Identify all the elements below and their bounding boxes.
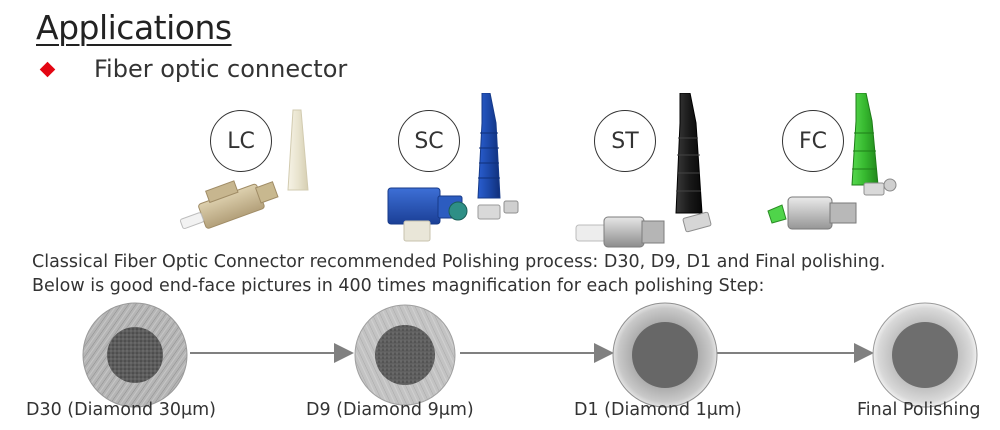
bullet-diamond-icon [39, 61, 56, 78]
endface-final-image [872, 302, 978, 408]
connector-badge-sc: SC [398, 110, 460, 172]
stage-label-d30: D30 (Diamond 30μm) [26, 400, 216, 420]
connector-badge-lc: LC [210, 110, 272, 172]
connector-label: FC [798, 128, 827, 154]
page-title: Applications [36, 8, 232, 47]
st-connector-image [575, 93, 712, 248]
connector-badge-fc: FC [782, 110, 844, 172]
stage-label-d9: D9 (Diamond 9μm) [306, 400, 474, 420]
description-line-1: Classical Fiber Optic Connector recommen… [32, 252, 886, 272]
connector-label: ST [611, 128, 639, 154]
connector-label: LC [227, 128, 255, 154]
bullet-text: Fiber optic connector [94, 55, 348, 83]
stage-label-d1: D1 (Diamond 1μm) [574, 400, 742, 420]
description-line-2: Below is good end-face pictures in 400 t… [32, 276, 765, 296]
endface-d1-image [612, 302, 718, 408]
polishing-flow-arrows [190, 343, 874, 363]
fc-connector-image [767, 93, 897, 230]
endface-d9-image [354, 304, 456, 406]
connector-badge-st: ST [594, 110, 656, 172]
lc-connector-image [179, 109, 309, 230]
sc-connector-image [387, 93, 519, 242]
stage-label-final: Final Polishing [857, 400, 981, 420]
connector-label: SC [414, 128, 444, 154]
endface-d30-image [82, 302, 188, 408]
